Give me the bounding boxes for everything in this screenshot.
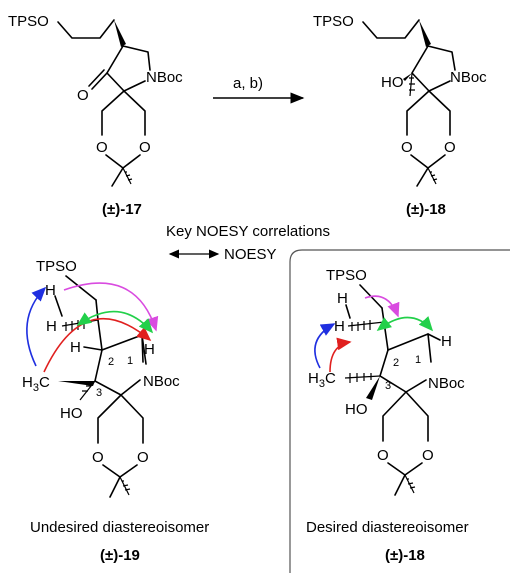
compound-17-label: (±)-17: [102, 201, 142, 218]
compound-17-ring-o2: O: [139, 139, 151, 156]
undesired-caption: Undesired diastereoisomer: [30, 519, 209, 536]
desired-panel-frame: [289, 249, 510, 573]
undesired-tpso: TPSO: [36, 258, 77, 275]
desired-h-right: H: [441, 333, 452, 350]
compound-17-ring-o1: O: [96, 139, 108, 156]
undesired-pos2: 2: [108, 356, 114, 368]
undesired-ho: HO: [60, 405, 83, 422]
desired-label: (±)-18: [385, 547, 425, 564]
undesired-nboc: NBoc: [143, 373, 180, 390]
undesired-ring-o1: O: [92, 449, 104, 466]
desired-nboc: NBoc: [428, 375, 465, 392]
compound-17-tpso: TPSO: [8, 13, 49, 30]
desired-noe-green: [376, 316, 434, 332]
undesired-ring-o2: O: [137, 449, 149, 466]
desired-ch3: H3C: [308, 370, 336, 390]
desired-noe-red: [329, 337, 352, 373]
noesy-legend: NOESY: [168, 246, 277, 263]
desired-h-mid: H: [334, 318, 345, 335]
desired-pos3: 3: [385, 380, 391, 392]
undesired-h-top: H: [45, 282, 56, 299]
desired-noe-blue: [314, 323, 336, 369]
desired-h-top: H: [337, 290, 348, 307]
compound-18-top-structure: TPSO NBoc HO O O (±)-18: [313, 13, 487, 218]
reaction-conditions: a, b): [233, 75, 263, 92]
reaction-arrow: a, b): [213, 75, 305, 104]
ketone-oxygen: O: [77, 87, 89, 104]
undesired-label: (±)-19: [100, 547, 140, 564]
desired-pos1: 1: [415, 354, 421, 366]
undesired-h2: H: [70, 339, 81, 356]
desired-pos2: 2: [393, 357, 399, 369]
desired-ring-o2: O: [422, 447, 434, 464]
desired-ho: HO: [345, 401, 368, 418]
undesired-noe-green: [76, 310, 154, 334]
undesired-structure: TPSO H H H H 2 1 3 H3C NBoc HO O O Undes…: [22, 258, 209, 564]
desired-noe-magenta: [364, 295, 400, 318]
compound-18-top-ring-o1: O: [401, 139, 413, 156]
compound-17-nboc: NBoc: [146, 69, 183, 86]
desired-tpso: TPSO: [326, 267, 367, 284]
desired-ring-o1: O: [377, 447, 389, 464]
compound-18-top-nboc: NBoc: [450, 69, 487, 86]
noesy-title: Key NOESY correlations: [166, 223, 330, 240]
undesired-pos1: 1: [127, 355, 133, 367]
compound-18-top-ring-o2: O: [444, 139, 456, 156]
compound-17-structure: TPSO O NBoc O O (±)-17: [8, 13, 183, 218]
undesired-h-right: H: [144, 341, 155, 358]
undesired-noe-red: [43, 317, 152, 373]
compound-18-tpso: TPSO: [313, 13, 354, 30]
undesired-ch3: H3C: [22, 374, 50, 394]
noesy-legend-label: NOESY: [224, 246, 277, 263]
undesired-noe-blue: [26, 286, 47, 367]
compound-18-top-label: (±)-18: [406, 201, 446, 218]
undesired-pos3: 3: [96, 387, 102, 399]
undesired-h-mid: H: [46, 318, 57, 335]
compound-18-top-ho: HO: [381, 74, 404, 91]
desired-structure: TPSO H H H 2 1 3 H3C NBoc HO O O Desired…: [306, 267, 469, 564]
desired-caption: Desired diastereoisomer: [306, 519, 469, 536]
